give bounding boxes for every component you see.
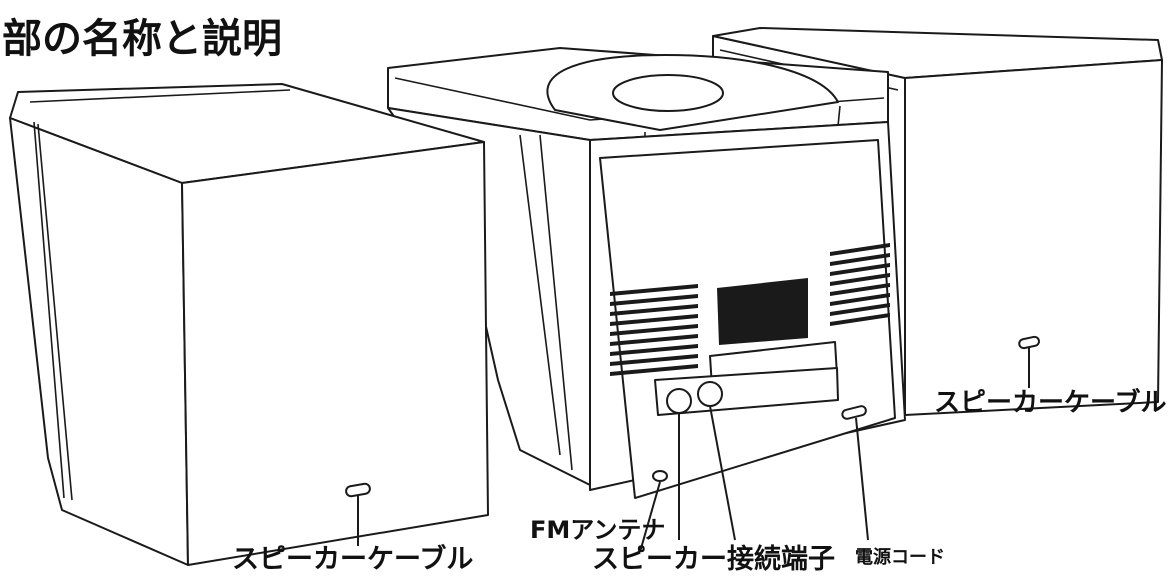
left-speaker-cable-jack (345, 482, 371, 498)
power-cord-socket (841, 405, 867, 420)
label-speaker-terminal: スピーカー接続端子 (592, 544, 835, 573)
right-speaker-cable-jack (1018, 335, 1040, 350)
fm-antenna-socket (652, 470, 668, 482)
display-window (717, 278, 808, 345)
label-power-cord: 電源コード (855, 546, 945, 568)
cd-window (612, 74, 724, 112)
label-speaker-cable-right: スピーカーケーブル (934, 387, 1166, 418)
left-speaker (9, 83, 489, 566)
left-grille (610, 284, 698, 376)
page-title: 部の名称と説明 (2, 16, 282, 62)
speaker-terminal-left (666, 388, 692, 414)
right-grille (830, 243, 890, 326)
main-unit (387, 47, 906, 499)
power-cord-leader (855, 417, 869, 541)
fm-antenna-leader (639, 481, 661, 553)
terminal-plate (654, 367, 839, 416)
label-fm-antenna: FMアンテナ (530, 516, 665, 544)
terminal-leader-2 (709, 405, 736, 541)
speaker-terminal-right (697, 381, 723, 407)
label-speaker-cable-left: スピーカーケーブル (232, 543, 473, 573)
